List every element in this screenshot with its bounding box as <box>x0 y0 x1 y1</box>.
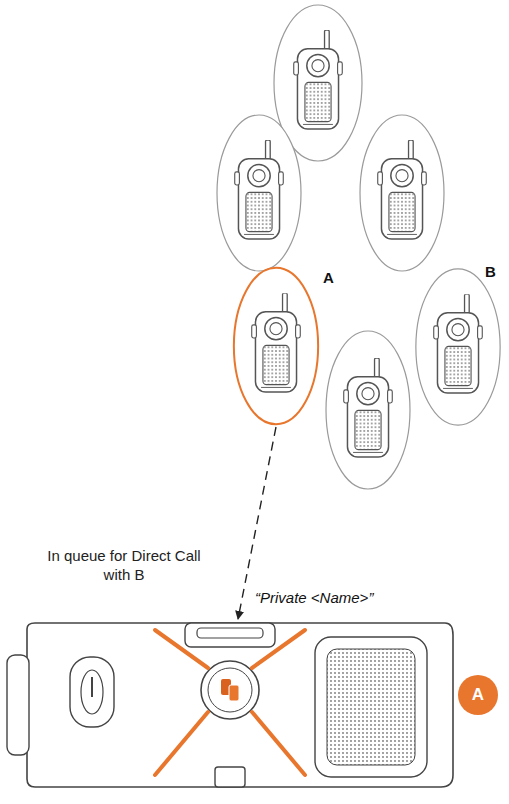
user-badge: A <box>458 675 498 715</box>
radio-letter: B <box>485 263 496 280</box>
radio-ellipse-highlighted-outline <box>233 267 319 425</box>
radio-ellipse: B <box>415 268 501 426</box>
radio-ellipse <box>360 115 444 271</box>
radio-letter: A <box>323 269 334 286</box>
radio-top-view-outline <box>5 615 458 795</box>
radio-ellipse-outline <box>415 268 501 426</box>
queue-note: In queue for Direct Call with B <box>34 546 214 584</box>
badge-letter: A <box>472 685 484 705</box>
radio-ellipse <box>326 331 410 489</box>
radio-ellipse <box>217 115 301 271</box>
radio-top-view: “Private <Name>” <box>5 615 458 795</box>
display-text: “Private <Name>” <box>255 589 373 606</box>
radio-ellipse-highlighted: A <box>233 267 319 425</box>
